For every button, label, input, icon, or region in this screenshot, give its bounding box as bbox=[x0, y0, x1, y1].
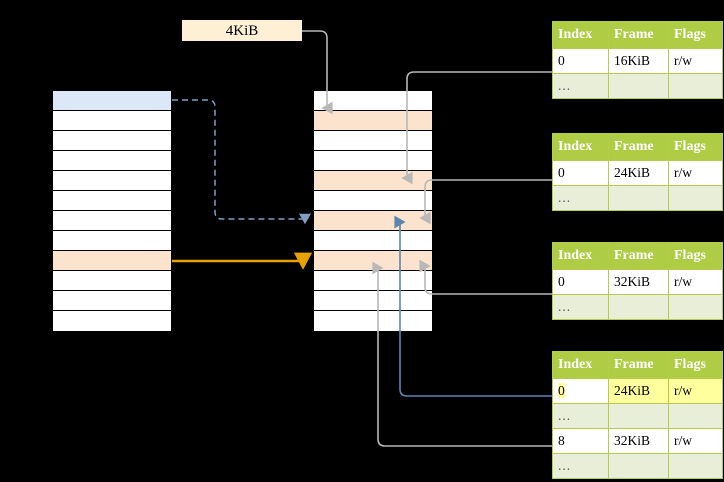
cell-flags: r/w bbox=[668, 428, 723, 454]
physical-frame-row-2 bbox=[314, 131, 432, 151]
cell-flags bbox=[668, 294, 723, 320]
cell-frame: 16KiB bbox=[608, 48, 669, 74]
cell-frame bbox=[608, 294, 669, 320]
virtual-page-row-8 bbox=[53, 251, 171, 271]
column-header-index: Index bbox=[552, 242, 609, 270]
wire-virtual-blue-to-physical bbox=[172, 99, 311, 225]
column-header-frame: Frame bbox=[608, 133, 669, 161]
cell-frame bbox=[608, 73, 669, 99]
cell-frame bbox=[608, 453, 669, 479]
column-header-index: Index bbox=[552, 21, 609, 49]
wire-table3-to-physical bbox=[419, 259, 552, 295]
cell-flags bbox=[668, 185, 723, 211]
cell-index: ... bbox=[552, 403, 609, 429]
cell-index: ... bbox=[552, 453, 609, 479]
cell-frame: 32KiB bbox=[608, 428, 669, 454]
virtual-page-row-9 bbox=[53, 271, 171, 291]
virtual-page-row-1 bbox=[53, 111, 171, 131]
physical-frame-row-5 bbox=[314, 191, 432, 211]
cell-index-value: 0 bbox=[558, 383, 565, 398]
cell-flags bbox=[668, 453, 723, 479]
cell-flags: r/w bbox=[668, 48, 723, 74]
cell-frame: 24KiB bbox=[608, 378, 669, 404]
column-header-flags: Flags bbox=[668, 21, 723, 49]
physical-frame-row-4 bbox=[314, 171, 432, 191]
virtual-page-row-2 bbox=[53, 131, 171, 151]
virtual-page-row-0 bbox=[53, 91, 171, 111]
cell-index: 0 bbox=[552, 269, 609, 295]
column-header-index: Index bbox=[552, 351, 609, 379]
virtual-page-row-6 bbox=[53, 211, 171, 231]
column-header-flags: Flags bbox=[668, 242, 723, 270]
virtual-page-row-3 bbox=[53, 151, 171, 171]
cell-flags: r/w bbox=[668, 378, 723, 404]
table-row: ... bbox=[552, 453, 723, 479]
physical-frame-row-3 bbox=[314, 151, 432, 171]
physical-frame-row-6 bbox=[314, 211, 432, 231]
cell-frame bbox=[608, 403, 669, 429]
virtual-page-row-5 bbox=[53, 191, 171, 211]
size-label-4kib: 4KiB bbox=[182, 20, 302, 41]
cell-index: ... bbox=[552, 185, 609, 211]
cell-index: 0 bbox=[552, 48, 609, 74]
virtual-page-row-11 bbox=[53, 311, 171, 331]
column-header-index: Index bbox=[552, 133, 609, 161]
physical-frame-row-1 bbox=[314, 111, 432, 131]
physical-frame-row-11 bbox=[314, 311, 432, 331]
physical-frame-row-7 bbox=[314, 231, 432, 251]
physical-frame-row-9 bbox=[314, 271, 432, 291]
cell-frame: 24KiB bbox=[608, 160, 669, 186]
cell-flags bbox=[668, 73, 723, 99]
wire-table2-to-physical bbox=[419, 179, 552, 225]
virtual-page-row-10 bbox=[53, 291, 171, 311]
cell-flags: r/w bbox=[668, 269, 723, 295]
cell-index: 8 bbox=[552, 428, 609, 454]
cell-frame bbox=[608, 185, 669, 211]
column-header-flags: Flags bbox=[668, 133, 723, 161]
virtual-page-row-7 bbox=[53, 231, 171, 251]
cell-index: 0 bbox=[552, 378, 609, 404]
physical-frame-row-8 bbox=[314, 251, 432, 271]
column-header-frame: Frame bbox=[608, 21, 669, 49]
cell-index: ... bbox=[552, 73, 609, 99]
table-row: ... bbox=[552, 185, 723, 211]
cell-flags: r/w bbox=[668, 160, 723, 186]
column-header-flags: Flags bbox=[668, 351, 723, 379]
cell-flags bbox=[668, 403, 723, 429]
table-row: ... bbox=[552, 403, 723, 429]
physical-frame-row-10 bbox=[314, 291, 432, 311]
cell-index: ... bbox=[552, 294, 609, 320]
column-header-frame: Frame bbox=[608, 351, 669, 379]
physical-frame-row-0 bbox=[314, 91, 432, 111]
cell-index: 0 bbox=[552, 160, 609, 186]
table-row: ... bbox=[552, 73, 723, 99]
virtual-address-space-column bbox=[52, 90, 172, 331]
physical-memory-column bbox=[313, 90, 433, 331]
virtual-page-row-4 bbox=[53, 171, 171, 191]
column-header-frame: Frame bbox=[608, 242, 669, 270]
cell-frame: 32KiB bbox=[608, 269, 669, 295]
table-row: ... bbox=[552, 294, 723, 320]
